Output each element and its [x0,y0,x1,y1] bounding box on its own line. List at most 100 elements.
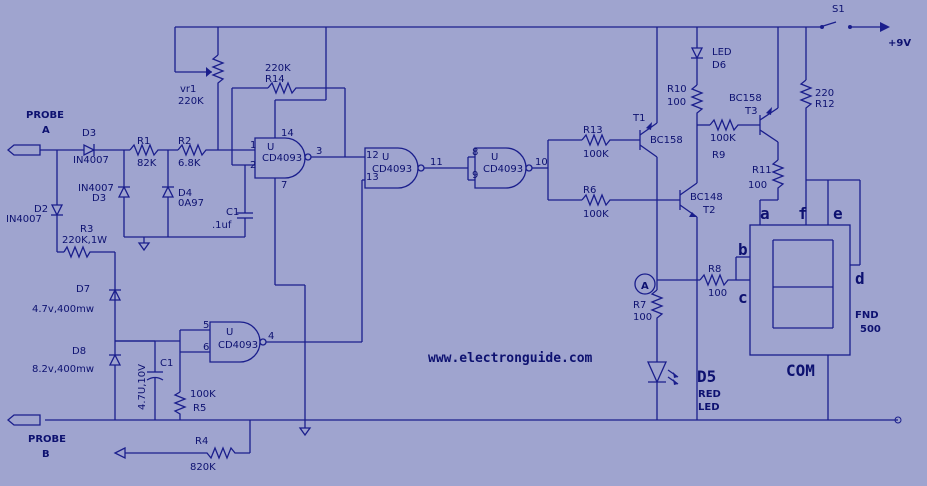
r9-value: 100K [710,133,736,144]
segment-b-label: b [738,240,748,259]
nand-gate-3 [467,140,549,200]
d3b-label: D3 [92,193,106,204]
resistor-r7 [650,270,664,362]
r13-label: R13 [583,125,603,136]
r3-label: R3 [80,224,93,235]
diode-d3-lower [117,150,131,237]
r11-value: 100 [748,180,767,191]
resistor-r13 [548,133,640,147]
resistor-r3 [63,245,116,290]
nand-gate-1 [254,27,365,285]
resistor-r11 [759,159,785,225]
ammeter [634,273,656,295]
gate1-pin2: 2 [250,160,256,171]
r4-value: 820K [190,462,216,473]
transistor-t1 [639,27,658,270]
gate3-part: CD4093 [483,164,523,175]
gate1-pin14: 14 [281,128,294,139]
d3-part: IN4007 [73,155,109,166]
transistor-t3 [759,27,779,160]
t2-label: T2 [702,205,715,216]
r3-value: 220K,1W [62,235,107,246]
r13-value: 100K [583,149,609,160]
resistor-r5 [173,352,187,420]
display-number-label: 500 [860,324,881,335]
r12-value: 220 [815,88,834,99]
s1-label: S1 [832,4,845,15]
t1-label: T1 [632,113,645,124]
probe-b-connector [6,414,41,426]
gate2-part: CD4093 [372,164,412,175]
resistor-r6 [548,193,680,207]
gate4-pin4: 4 [268,331,274,342]
d2-part: IN4007 [6,214,42,225]
resistor-r12 [799,27,861,266]
r9-label: R9 [712,150,725,161]
gate4-u: U [226,327,233,338]
r1-label: R1 [137,136,150,147]
gate4-part: CD4093 [218,340,258,351]
d6-label: D6 [712,60,726,71]
led-d5 [646,361,679,420]
d7-value: 4.7v,400mw [32,304,94,315]
resistor-r14 [232,81,346,157]
d5-label: D5 [697,367,716,386]
segment-e-label: e [833,204,843,223]
d2-label: D2 [34,204,48,215]
vr1-value: 220K [178,96,204,107]
segment-f-label: f [798,204,808,223]
c1-value: .1uf [212,220,232,231]
gate3-u: U [491,152,498,163]
r11-label: R11 [752,165,772,176]
gate1-pin3: 3 [316,146,322,157]
r14-value: 220K [265,63,291,74]
ammeter-label: A [641,281,649,292]
d5-color: RED [698,389,721,400]
vr1-label: vr1 [180,84,196,95]
t2-part: BC148 [690,192,723,203]
potentiometer-vr1 [174,27,255,166]
resistor-r2 [177,143,255,157]
probe-a-connector [6,144,84,156]
probe-a-letter: A [42,125,50,136]
r6-value: 100K [583,209,609,220]
probe-b-label: PROBE [28,434,66,445]
nand-gate-2 [361,147,468,342]
r10-value: 100 [667,97,686,108]
gate3-pin10: 10 [535,157,548,168]
probe-a-label: PROBE [26,110,64,121]
r7-label: R7 [633,300,646,311]
r5-value: 100K [190,389,216,400]
seven-segment-display [749,224,851,420]
gate2-pin13: 13 [366,172,379,183]
d3b-part: IN4007 [78,183,114,194]
r4-label: R4 [195,436,208,447]
capacitor-c1-electrolytic [146,341,164,420]
d3-label: D3 [82,128,96,139]
gate1-pin7: 7 [281,180,287,191]
resistor-r9 [697,118,760,132]
diode-d2 [50,150,64,253]
r2-value: 6.8K [178,158,201,169]
r12-label: R12 [815,99,835,110]
c1b-value: 4.7U,10V [137,364,148,410]
ground-rail [45,416,902,424]
gate2-pin12: 12 [366,150,379,161]
website-text: www.electronguide.com [428,351,593,366]
d5-type: LED [698,402,720,413]
gate2-u: U [382,152,389,163]
r14-label: R14 [265,74,285,85]
capacitor-c1 [237,165,253,237]
gate2-pin11: 11 [430,157,443,168]
ground-symbol [137,237,151,252]
r6-label: R6 [583,185,596,196]
transistor-t2 [679,140,698,420]
resistor-r10 [690,84,704,140]
resistor-r1 [129,143,178,157]
d4-part: 0A97 [178,198,204,209]
t1-part: BC158 [650,135,683,146]
segment-d-label: d [855,269,865,288]
d7-label: D7 [76,284,90,295]
segment-a-label: a [760,204,770,223]
